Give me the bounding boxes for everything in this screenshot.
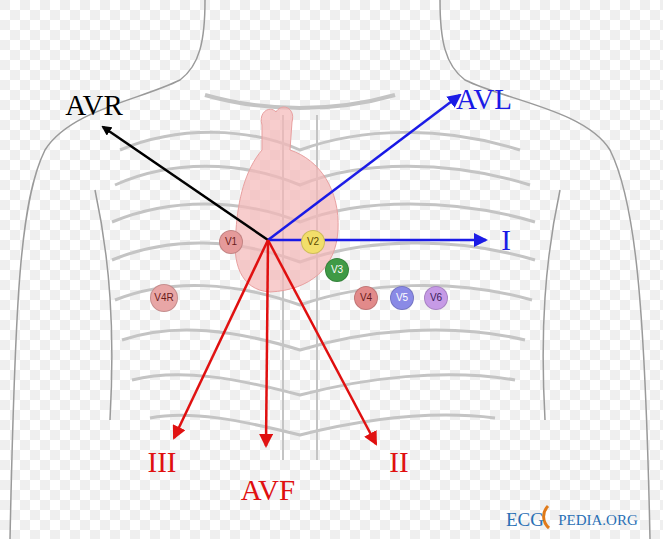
electrode-label: V3: [331, 265, 343, 275]
avl-axis: [268, 95, 460, 240]
electrode-circle: V3: [325, 258, 349, 282]
electrode-label: V2: [307, 237, 319, 247]
lead-name: AVL: [456, 85, 512, 114]
electrode-circle: V1: [219, 230, 243, 254]
electrode-circle: V4: [354, 286, 378, 310]
electrode-label: V4: [360, 293, 372, 303]
avr-axis: [103, 127, 268, 240]
lead-name: AVF: [241, 476, 295, 505]
watermark: ECG: [506, 510, 544, 529]
avf-axis: [266, 240, 268, 446]
electrode-label: V4R: [154, 293, 173, 303]
lead-name: AVR: [65, 91, 123, 120]
electrode-circle: V2: [301, 230, 325, 254]
lead-name: I: [501, 226, 511, 255]
electrode-circle: V4R: [150, 284, 178, 312]
lead-name: II: [389, 448, 408, 477]
lead-ii-axis: [268, 240, 376, 444]
electrode-label: V1: [225, 237, 237, 247]
lead-name: III: [148, 448, 177, 477]
electrode-circle: V5: [390, 286, 414, 310]
electrode-label: V5: [396, 293, 408, 303]
logo-icon: [544, 506, 549, 528]
lead-iii-axis: [174, 240, 268, 438]
electrode-circle: V6: [424, 286, 448, 310]
watermark: PEDIA.ORG: [558, 513, 638, 528]
electrode-label: V6: [430, 293, 442, 303]
